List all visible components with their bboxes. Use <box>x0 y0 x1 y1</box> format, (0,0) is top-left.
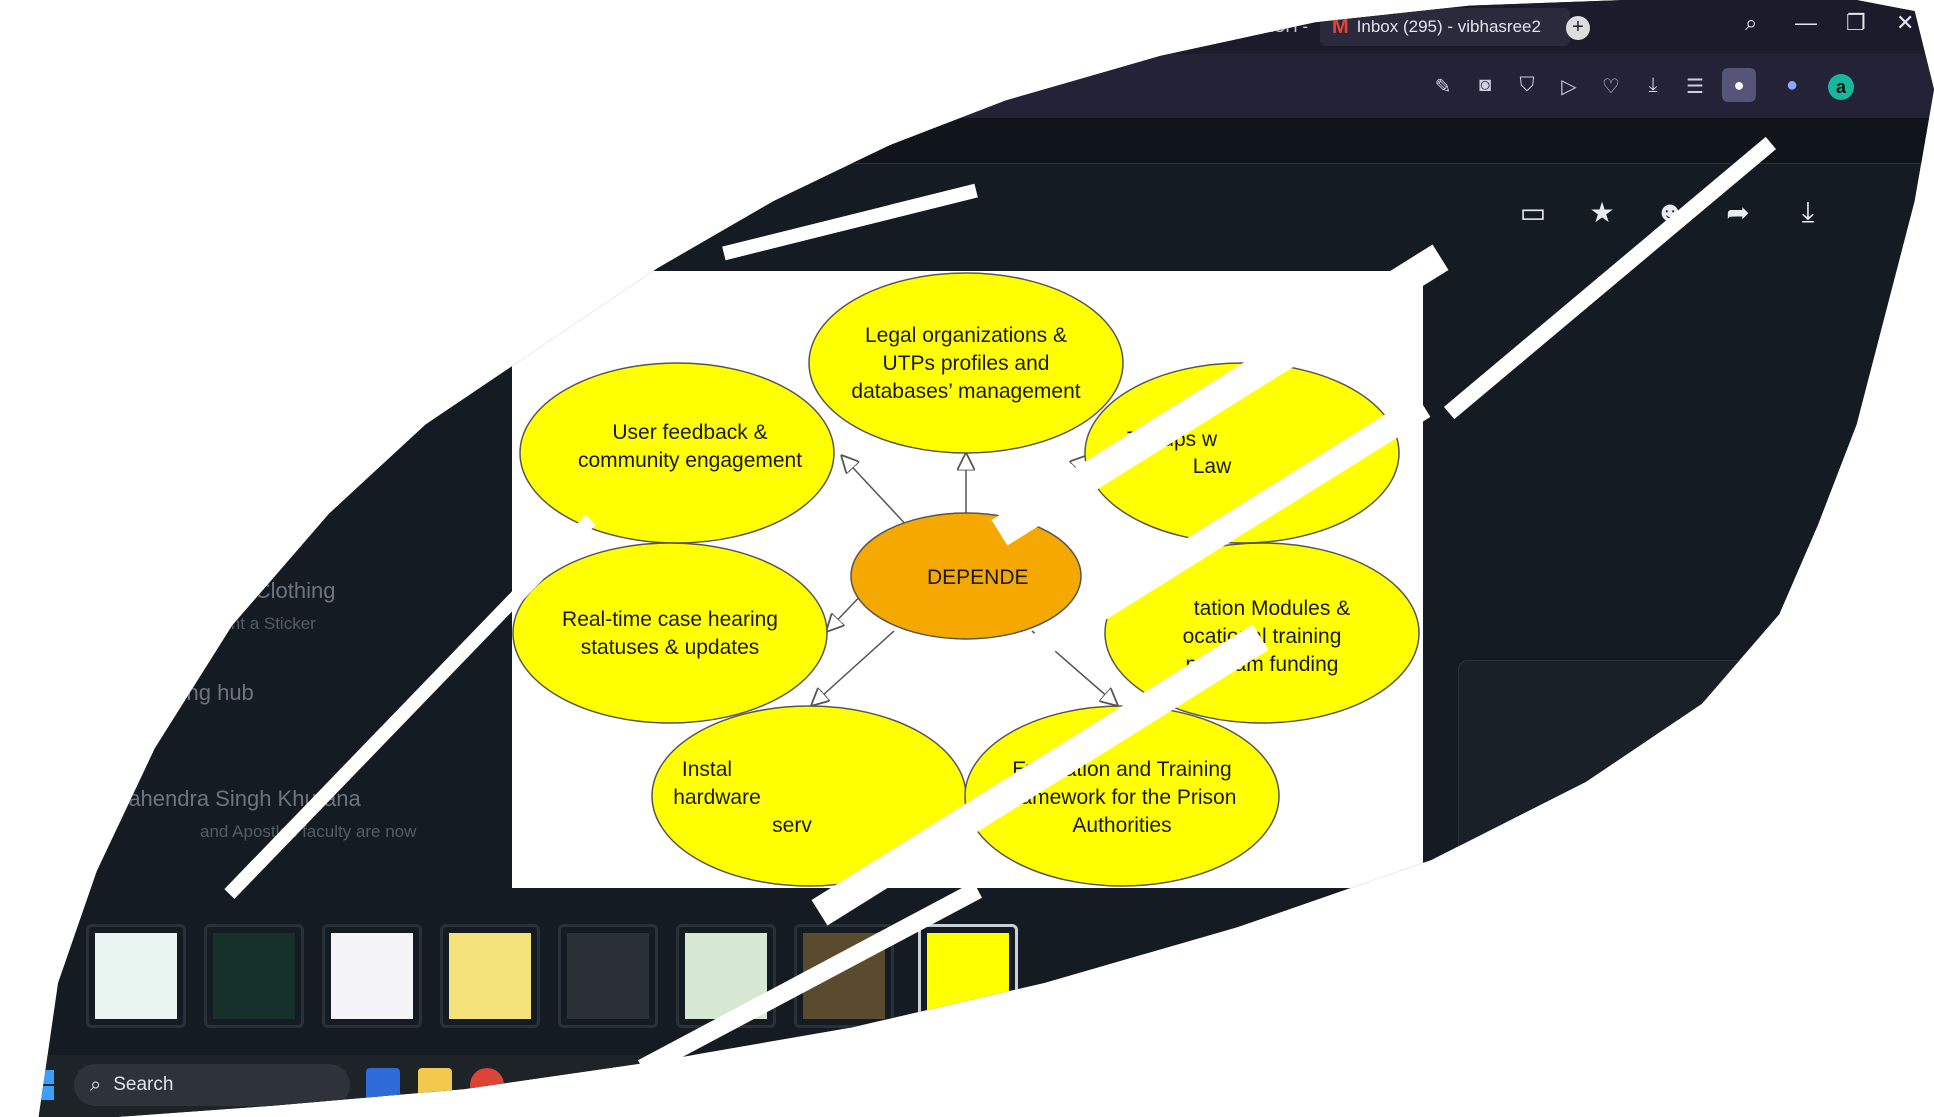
edit-icon[interactable]: ✎ <box>1434 76 1452 98</box>
node-label: User feedback & <box>612 421 767 444</box>
diagram-node-ellipse <box>808 272 1124 454</box>
mic-icon[interactable]: ● <box>1786 74 1799 96</box>
node-label: Authorities <box>1072 814 1171 837</box>
thumbnail[interactable] <box>204 924 304 1028</box>
forward-icon[interactable]: ➦ <box>1726 197 1750 228</box>
center-node-label: DEPENDE <box>927 566 1029 589</box>
node-label: serv <box>772 814 812 837</box>
search-tabs-icon[interactable]: ⌕ <box>1745 10 1758 35</box>
page-header-bar <box>38 118 1934 164</box>
node-label: framework for the Prison <box>1008 786 1237 809</box>
node-label: Real-time case hearing <box>562 608 778 631</box>
node-label: databases’ management <box>851 380 1080 403</box>
node-label: Law <box>1193 455 1232 478</box>
thumbnail[interactable] <box>86 924 186 1028</box>
thumbnail[interactable] <box>440 924 540 1028</box>
download-icon[interactable]: ⤓ <box>1648 74 1658 96</box>
minimize-button[interactable]: — <box>1795 10 1817 35</box>
search-label: Search <box>113 1074 174 1095</box>
edge-line <box>812 630 895 705</box>
chat-list-item-name[interactable]: Shopping hub <box>118 680 254 705</box>
send-icon[interactable]: ▷ <box>1561 76 1577 98</box>
assistant-icon[interactable]: a <box>1828 74 1854 100</box>
node-label: tation Modules & <box>1194 597 1350 620</box>
center-node-ellipse <box>850 512 1082 640</box>
search-icon: ⌕ <box>90 1073 102 1096</box>
thumbnail[interactable] <box>322 924 422 1028</box>
star-icon[interactable]: ★ <box>1589 197 1615 228</box>
new-tab-button[interactable]: + <box>1566 16 1590 40</box>
node-label: UTPs profiles and <box>883 352 1050 375</box>
restore-button[interactable]: ❐ <box>1846 10 1866 35</box>
calculator-icon[interactable] <box>366 1068 400 1102</box>
node-label: hardware <box>673 786 761 809</box>
chat-list-item-name[interactable]: Smart Clothing <box>190 578 336 603</box>
windows-start-icon[interactable] <box>39 1070 56 1102</box>
file-explorer-icon[interactable] <box>418 1068 452 1102</box>
heart-icon[interactable]: ♡ <box>1602 76 1620 98</box>
taskbar-search[interactable]: ⌕ Search <box>74 1064 350 1106</box>
node-label: Legal organizations & <box>865 324 1067 347</box>
thumbnail[interactable] <box>558 924 658 1028</box>
tab-approach[interactable]: AND APPROACH - <box>1080 8 1320 46</box>
download-icon[interactable]: ⤓ <box>1801 196 1815 227</box>
node-label: community engagement <box>578 449 802 472</box>
comment-icon[interactable]: ▭ <box>1519 197 1547 228</box>
shield-icon[interactable]: ⛉ <box>1519 74 1535 96</box>
gmail-icon: M <box>1332 15 1349 38</box>
tab-label: AND APPROACH - <box>1162 17 1308 36</box>
close-button[interactable]: ✕ <box>1896 10 1915 35</box>
mind-map-diagram: Legal organizations & UTPs profiles and … <box>512 272 1420 887</box>
profile-icon[interactable]: ● <box>1722 68 1756 102</box>
tab-label: Inbox (295) - vibhasree2 <box>1356 17 1541 36</box>
menu-icon[interactable]: ☰ <box>1686 76 1704 98</box>
chat-list-item-sub: Sent a Sticker <box>210 614 316 633</box>
browser-tab-bar: AND APPROACH - M Inbox (295) - vibhasree… <box>38 0 1934 54</box>
camera-icon[interactable]: ◙ <box>1478 74 1492 96</box>
chat-list-item-sub: and Apostles faculty are now <box>200 822 417 841</box>
node-label: statuses & updates <box>581 636 760 659</box>
chat-preview-panel <box>1458 660 1934 920</box>
diagram-node-ellipse <box>512 542 828 724</box>
node-label: Instal <box>682 758 732 781</box>
edge-line <box>842 456 911 530</box>
chrome-icon[interactable] <box>470 1068 504 1102</box>
thumbnail-active[interactable] <box>918 924 1018 1028</box>
tab-inbox[interactable]: M Inbox (295) - vibhasree2 <box>1320 8 1570 46</box>
